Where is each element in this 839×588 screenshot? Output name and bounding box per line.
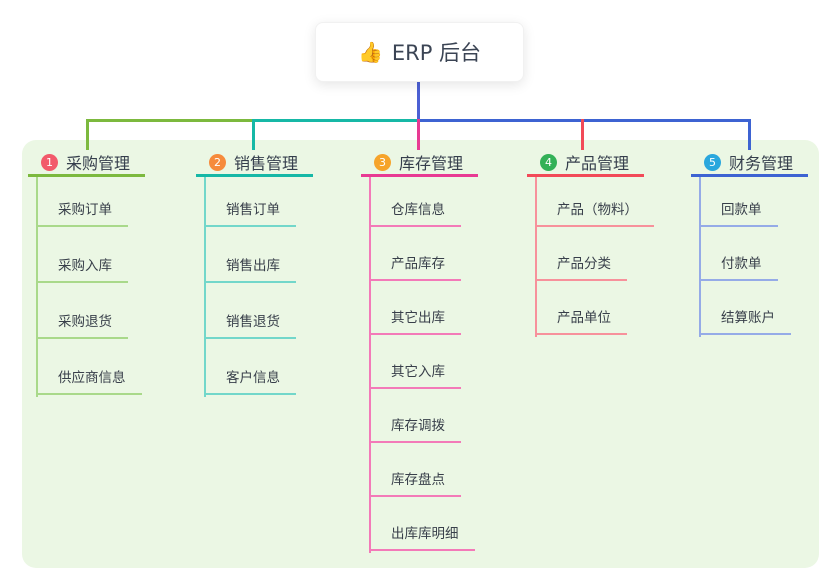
item-row: 库存盘点: [369, 443, 478, 497]
item-row: 采购订单: [36, 177, 145, 227]
leaf-node-finance-1[interactable]: 付款单: [699, 252, 778, 281]
branch-product: 4 产品管理产品（物料） 产品分类产品单位: [527, 150, 654, 337]
branch-spine-purchase: [36, 177, 38, 397]
item-row: 出库库明细: [369, 497, 478, 551]
item-row: 结算账户: [699, 281, 808, 335]
item-row: 采购退货: [36, 283, 145, 339]
leaf-node-inventory-1[interactable]: 产品库存: [369, 252, 461, 281]
branch-inventory: 3 库存管理仓库信息产品库存其它出库其它入库库存调拨库存盘点出库库明细: [361, 150, 478, 553]
branch-items-sales: 销售订单销售出库销售退货客户信息: [204, 177, 313, 397]
item-row: 销售退货: [204, 283, 313, 339]
branch-label-inventory: 库存管理: [399, 154, 464, 173]
item-row: 产品（物料）: [535, 177, 654, 227]
leaf-node-inventory-5[interactable]: 库存盘点: [369, 468, 461, 497]
drop-line-inventory: [417, 119, 420, 150]
drop-line-purchase: [86, 119, 89, 150]
item-row: 付款单: [699, 227, 808, 281]
branch-node-sales[interactable]: 2 销售管理: [196, 150, 313, 177]
number-badge-product: 4: [540, 153, 557, 171]
bar-segment-finance: [417, 119, 751, 122]
branch-sales: 2 销售管理销售订单销售出库销售退货客户信息: [196, 150, 313, 397]
leaf-node-product-1[interactable]: 产品分类: [535, 252, 627, 281]
branch-label-purchase: 采购管理: [66, 154, 131, 173]
branch-purchase: 1 采购管理采购订单采购入库采购退货供应商信息: [28, 150, 145, 397]
leaf-node-purchase-2[interactable]: 采购退货: [36, 310, 128, 339]
item-row: 库存调拨: [369, 389, 478, 443]
branch-items-finance: 回款单付款单结算账户: [699, 177, 808, 337]
item-row: 回款单: [699, 177, 808, 227]
branch-spine-sales: [204, 177, 206, 397]
item-row: 产品分类: [535, 227, 654, 281]
leaf-node-product-0[interactable]: 产品（物料）: [535, 198, 654, 227]
branch-node-purchase[interactable]: 1 采购管理: [28, 150, 145, 177]
leaf-node-inventory-2[interactable]: 其它出库: [369, 306, 461, 335]
item-row: 产品单位: [535, 281, 654, 335]
bar-segment-purchase: [86, 119, 255, 122]
branch-label-finance: 财务管理: [729, 154, 794, 173]
branch-spine-inventory: [369, 177, 371, 553]
drop-line-finance: [748, 119, 751, 150]
item-row: 销售订单: [204, 177, 313, 227]
item-row: 其它入库: [369, 335, 478, 389]
leaf-node-inventory-6[interactable]: 出库库明细: [369, 522, 475, 551]
item-row: 产品库存: [369, 227, 478, 281]
number-badge-inventory: 3: [374, 153, 391, 171]
thumbs-up-icon: 👍: [357, 40, 383, 64]
leaf-node-finance-2[interactable]: 结算账户: [699, 306, 791, 335]
root-trunk-line: [417, 82, 420, 122]
leaf-node-product-2[interactable]: 产品单位: [535, 306, 627, 335]
root-node-erp-backend[interactable]: 👍 ERP 后台: [315, 22, 524, 82]
leaf-node-purchase-3[interactable]: 供应商信息: [36, 366, 142, 395]
drop-line-sales: [252, 119, 255, 150]
root-node-label: ERP 后台: [391, 41, 482, 65]
leaf-node-purchase-0[interactable]: 采购订单: [36, 198, 128, 227]
branch-spine-product: [535, 177, 537, 337]
branch-label-product: 产品管理: [565, 154, 630, 173]
leaf-node-finance-0[interactable]: 回款单: [699, 198, 778, 227]
branch-items-product: 产品（物料） 产品分类产品单位: [535, 177, 654, 337]
number-badge-purchase: 1: [41, 153, 58, 171]
leaf-node-sales-1[interactable]: 销售出库: [204, 254, 296, 283]
item-row: 仓库信息: [369, 177, 478, 227]
number-badge-sales: 2: [209, 153, 226, 171]
leaf-node-inventory-0[interactable]: 仓库信息: [369, 198, 461, 227]
item-row: 销售出库: [204, 227, 313, 283]
item-row: 客户信息: [204, 339, 313, 395]
branch-node-product[interactable]: 4 产品管理: [527, 150, 644, 177]
branch-items-inventory: 仓库信息产品库存其它出库其它入库库存调拨库存盘点出库库明细: [369, 177, 478, 553]
drop-line-product: [581, 119, 584, 150]
branch-label-sales: 销售管理: [234, 154, 299, 173]
leaf-node-inventory-4[interactable]: 库存调拨: [369, 414, 461, 443]
item-row: 其它出库: [369, 281, 478, 335]
leaf-node-inventory-3[interactable]: 其它入库: [369, 360, 461, 389]
branch-items-purchase: 采购订单采购入库采购退货供应商信息: [36, 177, 145, 397]
number-badge-finance: 5: [704, 153, 721, 171]
leaf-node-sales-3[interactable]: 客户信息: [204, 366, 296, 395]
branch-spine-finance: [699, 177, 701, 337]
leaf-node-sales-2[interactable]: 销售退货: [204, 310, 296, 339]
item-row: 采购入库: [36, 227, 145, 283]
branch-finance: 5 财务管理回款单付款单结算账户: [691, 150, 808, 337]
leaf-node-purchase-1[interactable]: 采购入库: [36, 254, 128, 283]
item-row: 供应商信息: [36, 339, 145, 395]
leaf-node-sales-0[interactable]: 销售订单: [204, 198, 296, 227]
branch-node-inventory[interactable]: 3 库存管理: [361, 150, 478, 177]
bar-segment-sales: [252, 119, 420, 122]
branch-node-finance[interactable]: 5 财务管理: [691, 150, 808, 177]
